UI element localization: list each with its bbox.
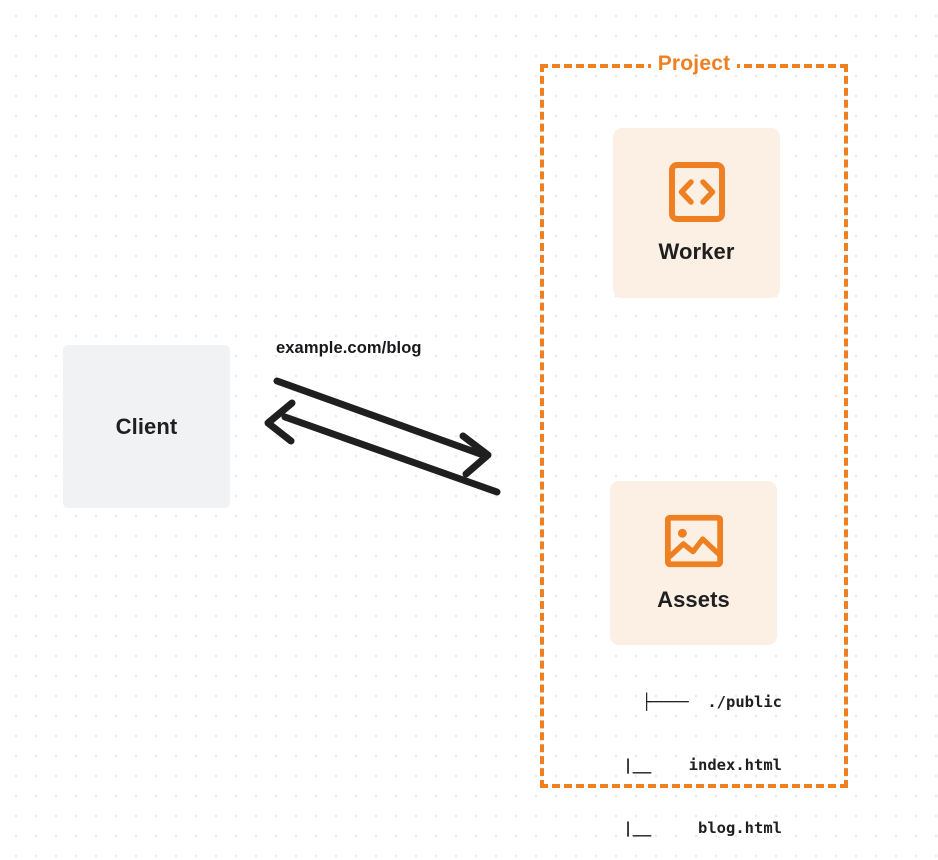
file-tree-line: ├──── ./public [642, 693, 782, 711]
node-assets-label: Assets [657, 587, 730, 612]
arrow-request [273, 377, 492, 478]
node-worker[interactable]: Worker [613, 128, 780, 298]
arrow-response [264, 399, 501, 496]
node-assets[interactable]: Assets [610, 481, 777, 645]
edge-label-request-url: example.com/blog [276, 339, 422, 357]
node-client-label: Client [115, 413, 178, 439]
node-client[interactable]: Client [63, 345, 230, 508]
image-icon [664, 514, 723, 568]
node-worker-label: Worker [658, 239, 735, 264]
file-tree-line: |__ blog.html [604, 819, 782, 837]
code-brackets-icon [668, 162, 725, 222]
project-label-text: Project [650, 52, 738, 75]
asset-file-tree: ├──── ./public |__ index.html |__ blog.h… [560, 650, 782, 860]
file-tree-line: |__ index.html [604, 756, 782, 774]
project-label: Project [540, 50, 848, 78]
